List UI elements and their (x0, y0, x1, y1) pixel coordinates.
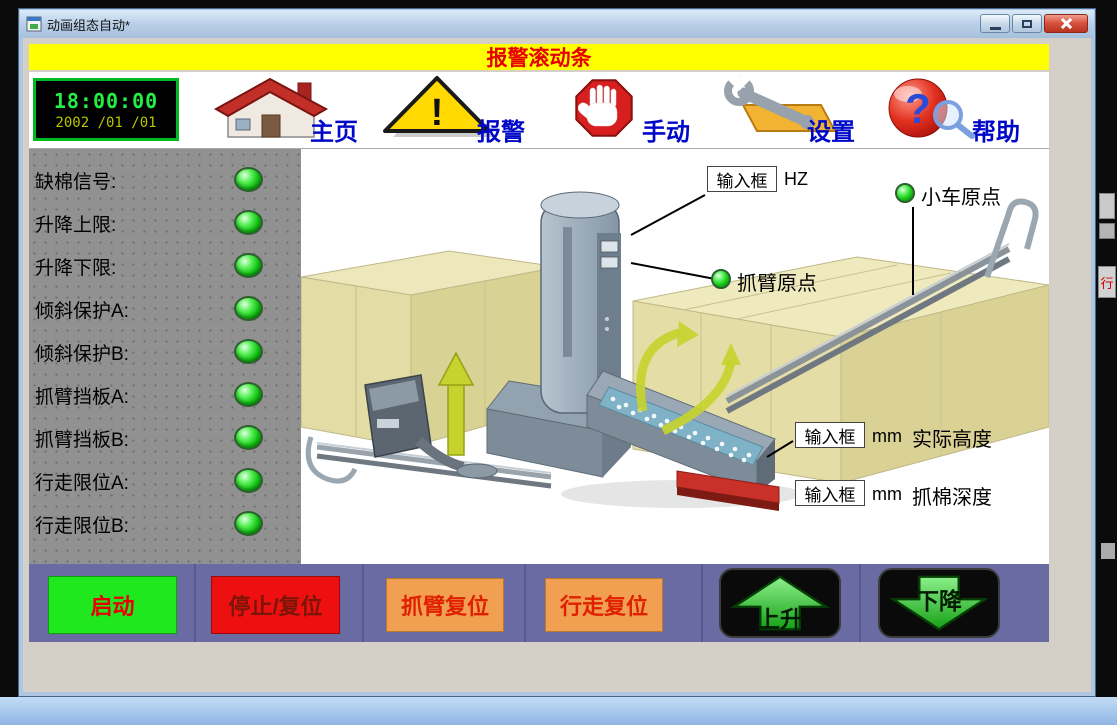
window-icon (26, 16, 42, 32)
down-arrow-icon (889, 575, 989, 631)
clock-time: 18:00:00 (53, 88, 159, 113)
window-title: 动画组态自动* (47, 17, 131, 33)
arm-origin-label: 抓臂原点 (737, 273, 817, 295)
grab-depth-unit-label: mm (872, 484, 902, 504)
minimize-button[interactable] (980, 14, 1010, 33)
manual-button[interactable]: 手动 (544, 75, 696, 147)
status-led (234, 210, 263, 235)
arm-reset-button[interactable]: 抓臂复位 (386, 578, 504, 632)
window-controls (980, 14, 1088, 33)
manual-label: 手动 (642, 119, 690, 146)
app-window: 动画组态自动* 报警滚动条 18:00:00 2002 /01 /01 (18, 8, 1096, 697)
status-row: 行走限位B: (35, 508, 297, 540)
separator (362, 564, 364, 642)
status-led (234, 253, 263, 278)
trolley-origin-label: 小车原点 (921, 187, 1001, 209)
minimize-icon (989, 26, 1001, 30)
status-label: 抓臂挡板A: (35, 386, 129, 408)
toolbar: 18:00:00 2002 /01 /01 主页 (29, 72, 1049, 149)
status-label: 倾斜保护A: (35, 300, 129, 322)
status-row: 缺棉信号: (35, 164, 297, 196)
actual-height-input[interactable]: 输入框 (795, 422, 865, 448)
status-row: 升降下限: (35, 250, 297, 282)
machine-diagram: 输入框 HZ 小车原点 抓臂原点 输入框 mm 实际高度 输入框 mm 抓棉深度 (301, 149, 1049, 564)
trolley-origin-led (895, 183, 915, 203)
maximize-button[interactable] (1012, 14, 1042, 33)
taskbar-area (0, 697, 1117, 725)
status-row: 倾斜保护B: (35, 336, 297, 368)
settings-label: 设置 (807, 119, 855, 146)
grab-depth-input[interactable]: 输入框 (795, 480, 865, 506)
status-led (234, 511, 263, 536)
status-led (234, 425, 263, 450)
help-icon: ? (888, 78, 975, 139)
svg-text:!: ! (431, 92, 444, 134)
separator (859, 564, 861, 642)
grab-depth-caption: 抓棉深度 (912, 487, 992, 509)
help-label: 帮助 (972, 119, 1020, 146)
maximize-icon (1022, 19, 1032, 28)
hmi-form: 报警滚动条 18:00:00 2002 /01 /01 (29, 44, 1049, 642)
alarm-banner: 报警滚动条 (29, 44, 1049, 70)
frequency-unit-label: HZ (784, 169, 808, 189)
help-button[interactable]: ? 帮助 (874, 75, 1026, 147)
actual-height-caption: 实际高度 (912, 429, 992, 451)
status-row: 抓臂挡板A: (35, 379, 297, 411)
stop-reset-button[interactable]: 停止/复位 (211, 576, 340, 634)
up-arrow-icon (730, 575, 830, 631)
status-led (234, 468, 263, 493)
alarm-label: 报警 (477, 119, 525, 146)
separator (524, 564, 526, 642)
down-button[interactable]: 下降 (878, 568, 1000, 638)
close-button[interactable] (1044, 14, 1088, 33)
machine-illustration (301, 191, 1049, 511)
background-window-fragment (1101, 543, 1115, 559)
arm-origin-led (711, 269, 731, 289)
stop-hand-icon (575, 79, 633, 137)
background-window-fragment (1099, 223, 1115, 239)
background-window-fragment (1099, 193, 1115, 219)
alarm-button[interactable]: ! 报警 (379, 75, 531, 147)
window-client-area: 报警滚动条 18:00:00 2002 /01 /01 (23, 38, 1091, 692)
status-label: 抓臂挡板B: (35, 429, 129, 451)
travel-reset-button[interactable]: 行走复位 (545, 578, 663, 632)
title-bar[interactable]: 动画组态自动* (20, 10, 1094, 38)
control-bar: 启动 停止/复位 抓臂复位 行走复位 上升 (29, 564, 1049, 642)
status-panel: 缺棉信号: 升降上限: 升降下限: 倾斜保护A: 倾斜保护B: (29, 149, 301, 564)
status-label: 倾斜保护B: (35, 343, 129, 365)
clock-date: 2002 /01 /01 (55, 114, 157, 131)
status-label: 缺棉信号: (35, 171, 117, 193)
status-label: 升降上限: (35, 214, 117, 236)
home-icon (213, 77, 329, 138)
status-row: 行走限位A: (35, 465, 297, 497)
status-led (234, 382, 263, 407)
separator (194, 564, 196, 642)
status-label: 行走限位A: (35, 472, 129, 494)
close-icon (1060, 17, 1073, 30)
status-label: 升降下限: (35, 257, 117, 279)
status-row: 升降上限: (35, 207, 297, 239)
down-label: 下降 (916, 588, 962, 614)
main-area: 缺棉信号: 升降上限: 升降下限: 倾斜保护A: 倾斜保护B: (29, 149, 1049, 564)
status-led (234, 167, 263, 192)
settings-button[interactable]: 设置 (709, 75, 861, 147)
svg-text:?: ? (905, 85, 931, 132)
home-button[interactable]: 主页 (212, 75, 364, 147)
background-window-tab[interactable]: 行 (1098, 266, 1116, 298)
separator (701, 564, 703, 642)
home-label: 主页 (310, 119, 358, 146)
up-label: 上升 (757, 606, 803, 632)
frequency-input[interactable]: 输入框 (707, 166, 777, 192)
start-button[interactable]: 启动 (48, 576, 177, 634)
up-button[interactable]: 上升 (719, 568, 841, 638)
actual-height-unit-label: mm (872, 426, 902, 446)
clock-display: 18:00:00 2002 /01 /01 (33, 78, 179, 141)
status-row: 倾斜保护A: (35, 293, 297, 325)
alarm-icon: ! (383, 76, 495, 137)
status-label: 行走限位B: (35, 515, 129, 537)
status-row: 抓臂挡板B: (35, 422, 297, 454)
status-led (234, 339, 263, 364)
status-led (234, 296, 263, 321)
wrench-icon (723, 75, 837, 132)
